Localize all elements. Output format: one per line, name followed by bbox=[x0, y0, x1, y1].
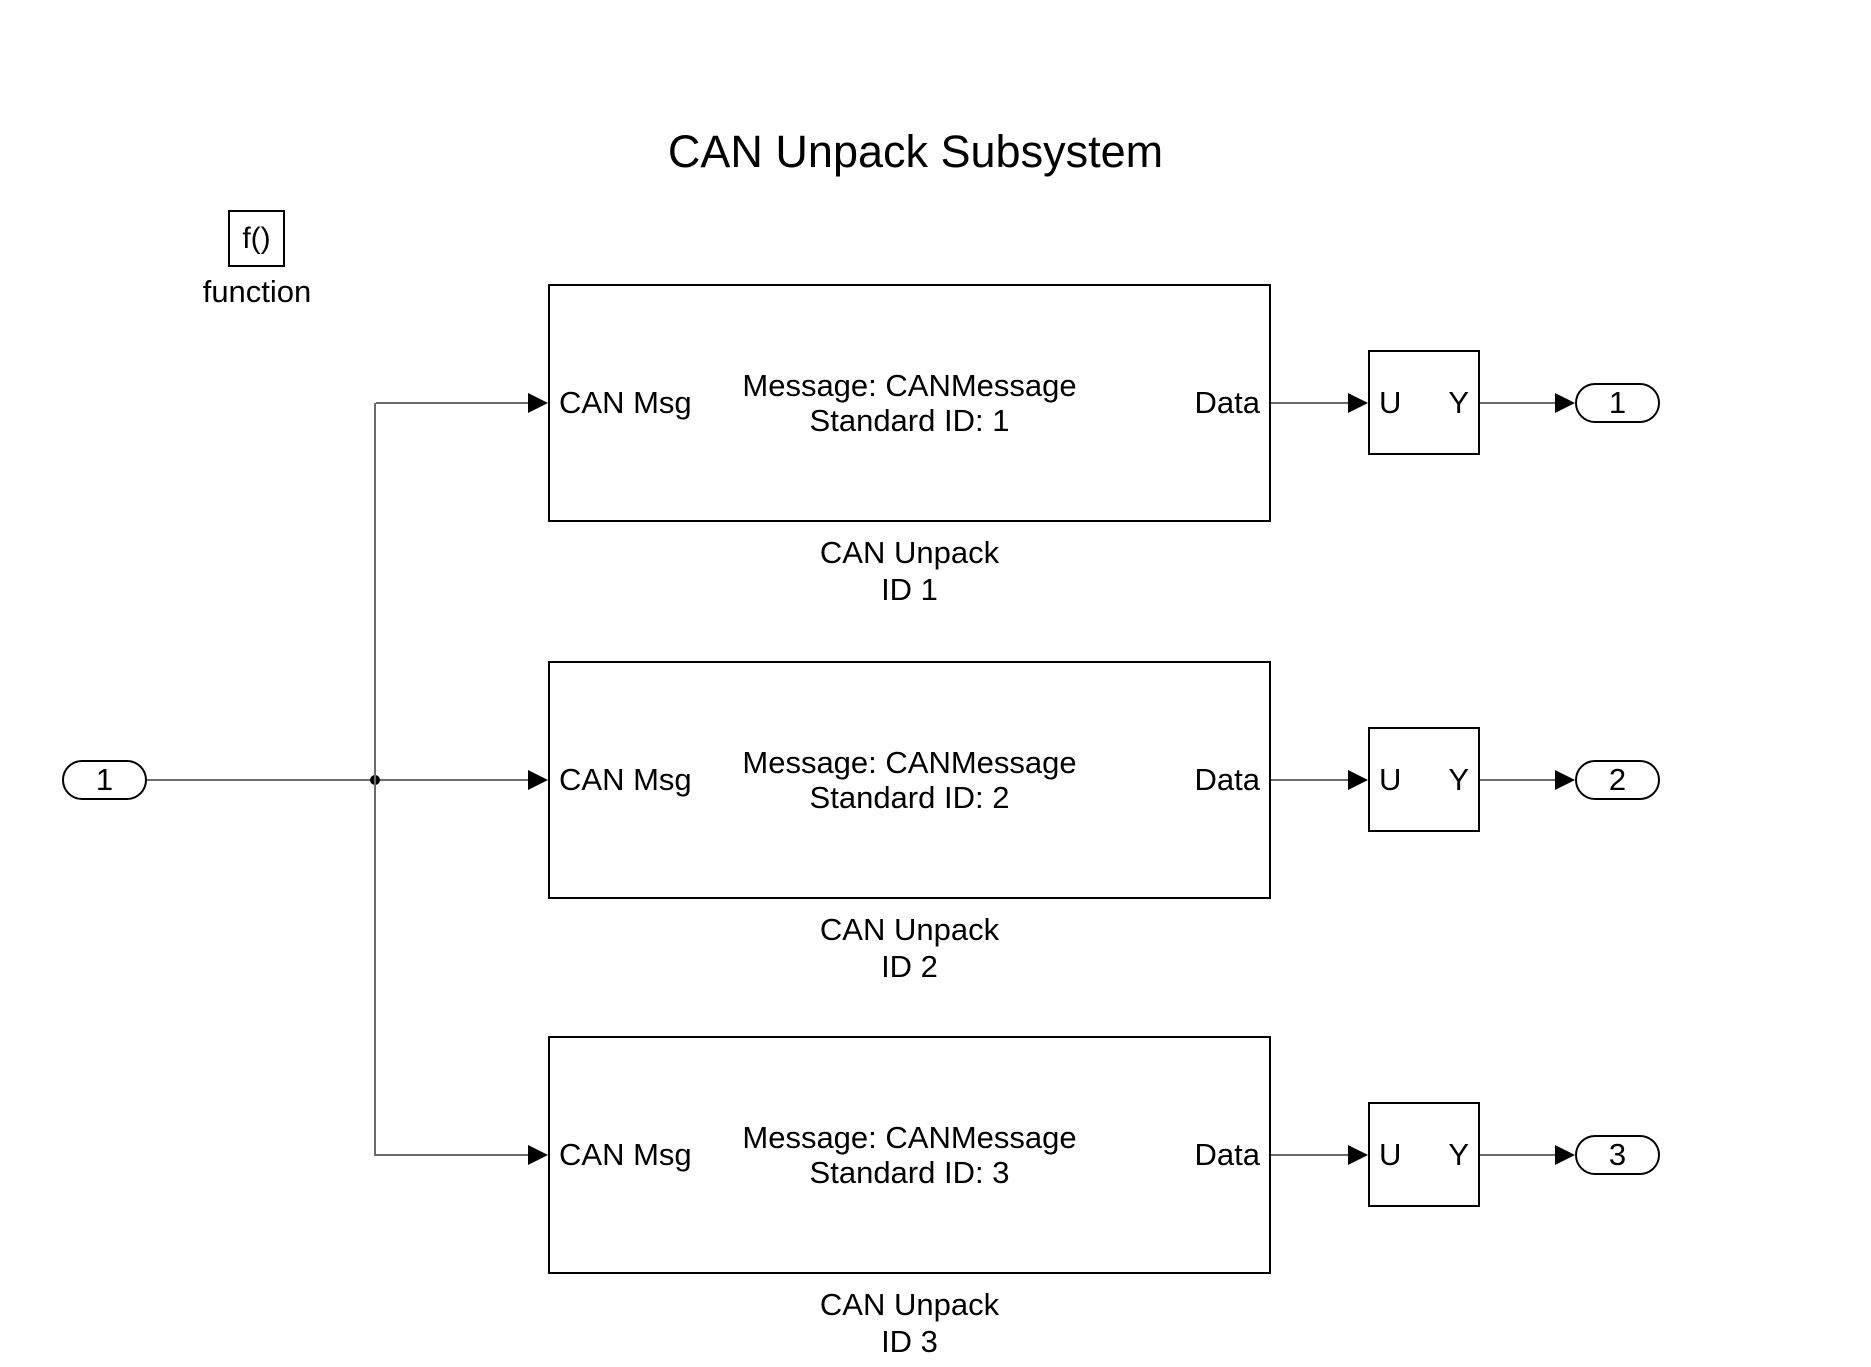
u-port-label: U bbox=[1379, 384, 1402, 420]
can-msg-port-label: CAN Msg bbox=[559, 1137, 692, 1172]
signal-wire-branch-row3[interactable] bbox=[376, 1154, 528, 1156]
signal-wire-branch-vertical[interactable] bbox=[374, 403, 376, 1156]
wire-arrowhead-into-outport-2 bbox=[1555, 770, 1575, 790]
signal-wire-out-3[interactable] bbox=[1480, 1154, 1556, 1156]
u-port-label: U bbox=[1379, 761, 1402, 797]
diagram-title: CAN Unpack Subsystem bbox=[667, 126, 1164, 177]
signal-wire-data-3[interactable] bbox=[1271, 1154, 1349, 1156]
outport-3-label: 3 bbox=[1608, 1137, 1627, 1172]
wire-arrowhead-into-outport-3 bbox=[1555, 1145, 1575, 1165]
u-port-label: U bbox=[1379, 1136, 1402, 1172]
wire-arrowhead-into-unpack-3 bbox=[528, 1145, 548, 1165]
data-port-label: Data bbox=[1194, 1137, 1260, 1172]
y-port-label: Y bbox=[1448, 384, 1469, 420]
outport-3[interactable]: 3 bbox=[1575, 1135, 1660, 1175]
signal-wire-out-1[interactable] bbox=[1480, 402, 1556, 404]
signal-wire-out-2[interactable] bbox=[1480, 779, 1556, 781]
data-port-label: Data bbox=[1194, 385, 1260, 420]
signal-conversion-block-2[interactable]: U Y bbox=[1368, 727, 1480, 832]
inport-1-label: 1 bbox=[95, 762, 114, 797]
wire-arrowhead-into-converter-3 bbox=[1348, 1145, 1368, 1165]
y-port-label: Y bbox=[1448, 1136, 1469, 1172]
signal-wire-input-main[interactable] bbox=[147, 779, 528, 781]
signal-conversion-block-1[interactable]: U Y bbox=[1368, 350, 1480, 455]
function-trigger-caption: function bbox=[202, 274, 312, 309]
outport-2[interactable]: 2 bbox=[1575, 760, 1660, 800]
data-port-label: Data bbox=[1194, 762, 1260, 797]
wire-arrowhead-into-converter-1 bbox=[1348, 393, 1368, 413]
signal-wire-data-1[interactable] bbox=[1271, 402, 1349, 404]
wire-arrowhead-into-unpack-2 bbox=[528, 770, 548, 790]
signal-conversion-block-3[interactable]: U Y bbox=[1368, 1102, 1480, 1207]
wire-arrowhead-into-converter-2 bbox=[1348, 770, 1368, 790]
y-port-label: Y bbox=[1448, 761, 1469, 797]
outport-2-label: 2 bbox=[1608, 762, 1627, 797]
wire-arrowhead-into-unpack-1 bbox=[528, 393, 548, 413]
signal-wire-data-2[interactable] bbox=[1271, 779, 1349, 781]
inport-1[interactable]: 1 bbox=[62, 760, 147, 800]
can-msg-port-label: CAN Msg bbox=[559, 762, 692, 797]
outport-1[interactable]: 1 bbox=[1575, 383, 1660, 423]
can-msg-port-label: CAN Msg bbox=[559, 385, 692, 420]
wire-arrowhead-into-outport-1 bbox=[1555, 393, 1575, 413]
function-trigger-symbol: f() bbox=[242, 221, 271, 255]
function-trigger-block[interactable]: f() bbox=[228, 210, 285, 267]
outport-1-label: 1 bbox=[1608, 385, 1627, 420]
signal-wire-branch-row1[interactable] bbox=[376, 402, 528, 404]
